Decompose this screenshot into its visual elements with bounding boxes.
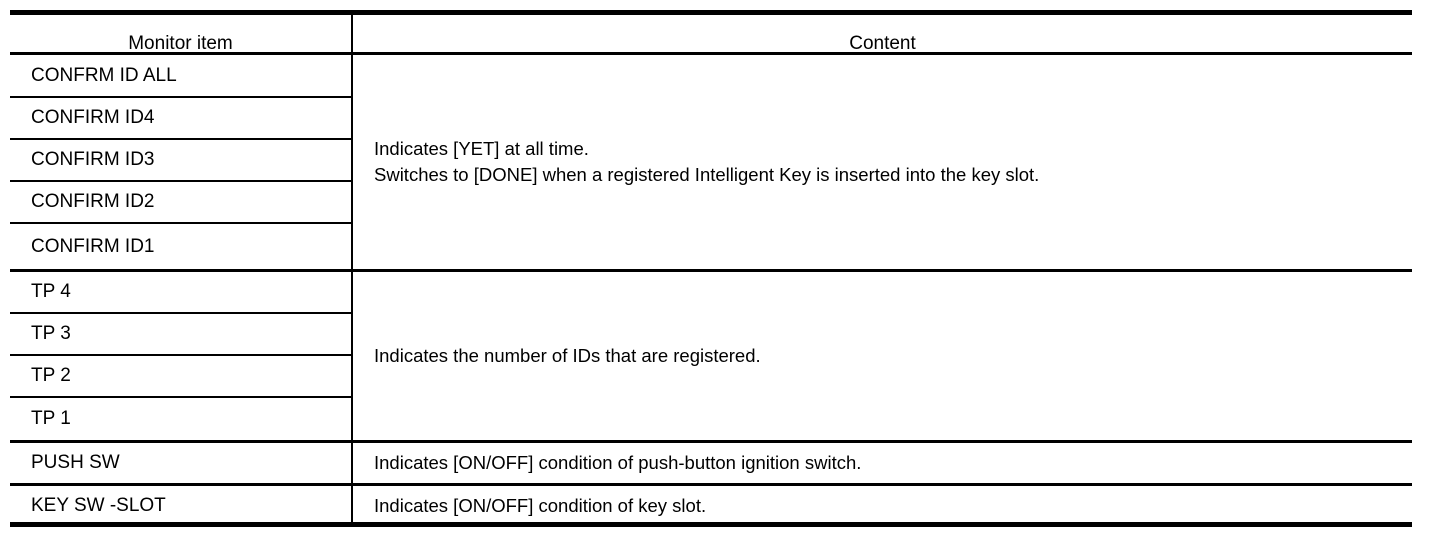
table-row: TP 2 bbox=[31, 365, 71, 386]
row-separator bbox=[10, 180, 351, 182]
table-row: CONFRM ID ALL bbox=[31, 64, 177, 86]
monitor-item-table: Monitor item Content CONFRM ID ALL CONFI… bbox=[10, 10, 1412, 528]
table-row: TP 4 bbox=[31, 281, 71, 302]
row-separator bbox=[10, 96, 351, 98]
content-cell: Indicates [YET] at all time. Switches to… bbox=[353, 55, 1412, 269]
content-line: Indicates [YET] at all time. bbox=[374, 138, 589, 159]
header-bottom-border bbox=[10, 52, 1412, 55]
table-row: CONFIRM ID3 bbox=[31, 149, 155, 170]
content-cell: Indicates the number of IDs that are reg… bbox=[353, 272, 1412, 440]
row-separator bbox=[10, 312, 351, 314]
column-header-content: Content bbox=[849, 33, 916, 54]
content-line: Indicates [ON/OFF] condition of push-but… bbox=[374, 452, 862, 473]
row-separator bbox=[10, 222, 351, 224]
row-separator bbox=[10, 138, 351, 140]
table-row: PUSH SW bbox=[31, 452, 120, 473]
table-row: CONFIRM ID2 bbox=[31, 191, 155, 212]
group-separator bbox=[10, 483, 1412, 486]
group-separator bbox=[10, 440, 1412, 443]
table-bottom-border bbox=[10, 522, 1412, 527]
content-cell: Indicates [ON/OFF] condition of key slot… bbox=[353, 486, 1412, 526]
table-row: KEY SW -SLOT bbox=[31, 495, 166, 516]
column-divider bbox=[351, 15, 353, 525]
table-row: CONFIRM ID1 bbox=[31, 235, 155, 257]
content-line: Indicates [ON/OFF] condition of key slot… bbox=[374, 495, 707, 516]
table-row: TP 3 bbox=[31, 323, 71, 344]
row-separator bbox=[10, 354, 351, 356]
content-line: Indicates the number of IDs that are reg… bbox=[374, 345, 761, 366]
content-cell: Indicates [ON/OFF] condition of push-but… bbox=[353, 443, 1412, 483]
table-row: TP 1 bbox=[31, 408, 71, 429]
group-separator bbox=[10, 269, 1412, 272]
table-top-border bbox=[10, 10, 1412, 15]
row-separator bbox=[10, 396, 351, 398]
table-row: CONFIRM ID4 bbox=[31, 107, 155, 128]
content-line: Switches to [DONE] when a registered Int… bbox=[374, 164, 1040, 185]
column-header-monitor-item: Monitor item bbox=[128, 33, 233, 54]
